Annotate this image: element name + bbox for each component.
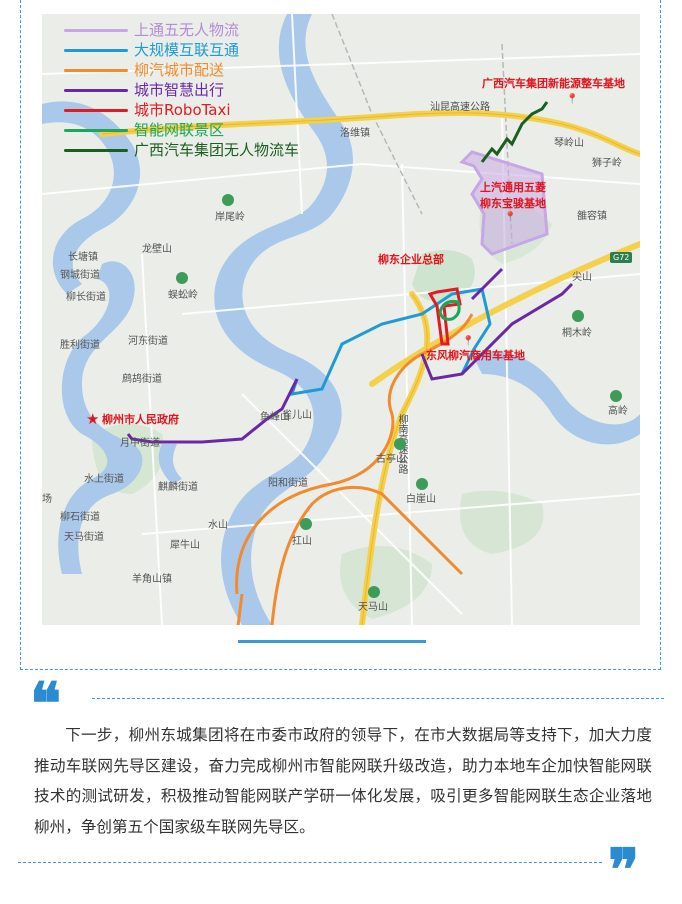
legend-label: 城市智慧出行 bbox=[134, 81, 225, 99]
place-label: 雀儿山 bbox=[282, 410, 312, 421]
place-label: 麒麟街道 bbox=[158, 482, 198, 493]
place-label: 胜利街道 bbox=[60, 340, 100, 351]
legend-item: 城市智慧出行 bbox=[64, 80, 299, 100]
legend-swatch bbox=[64, 108, 128, 112]
open-quote-icon: ❝ bbox=[30, 670, 62, 738]
place-label: 蜈蚣岭 bbox=[168, 290, 198, 301]
legend-item: 广西汽车集团无人物流车 bbox=[64, 140, 299, 160]
divider-top bbox=[92, 698, 664, 699]
place-label: 狮子岭 bbox=[592, 158, 622, 169]
highway-label: 汕昆高速公路 bbox=[430, 102, 490, 113]
map-legend: 上通五无人物流 大规模互联互通 柳汽城市配送 城市智慧出行 城市RoboTaxi… bbox=[64, 20, 299, 160]
location-pin-icon: 📍 bbox=[504, 212, 517, 223]
place-label: 雒容镇 bbox=[577, 211, 607, 222]
content-frame bbox=[20, 0, 661, 670]
place-label: 龙壁山 bbox=[142, 244, 172, 255]
place-label: 长塘镇 bbox=[68, 252, 98, 263]
location-pin-icon: 📍 bbox=[462, 336, 475, 347]
place-label: 鱼峰山 bbox=[260, 412, 290, 423]
place-label: 柳石街道 bbox=[60, 512, 100, 523]
location-pin-icon: 📍 bbox=[566, 94, 579, 105]
mountain-icon bbox=[610, 390, 622, 402]
legend-swatch bbox=[64, 88, 128, 92]
close-quote-icon: ❞ bbox=[608, 836, 640, 904]
legend-swatch bbox=[64, 28, 128, 32]
mountain-icon bbox=[416, 478, 428, 490]
place-label: 天马山 bbox=[358, 602, 388, 613]
mountain-icon bbox=[572, 310, 584, 322]
place-label: 扛山 bbox=[292, 536, 312, 547]
poi-liudong-hq: 柳东企业总部 bbox=[378, 253, 444, 266]
place-label: 水上街道 bbox=[84, 474, 124, 485]
legend-label: 智能网联景区 bbox=[134, 121, 225, 139]
place-label: 柳长街道 bbox=[66, 292, 106, 303]
place-label: 尖山 bbox=[572, 272, 592, 283]
poi-sgmw-line1: 上汽通用五菱 bbox=[480, 181, 546, 194]
place-label: 河东街道 bbox=[128, 336, 168, 347]
place-label: 犀牛山 bbox=[170, 540, 200, 551]
legend-swatch bbox=[64, 48, 128, 52]
legend-swatch bbox=[64, 148, 128, 152]
legend-label: 柳汽城市配送 bbox=[134, 61, 225, 79]
legend-label: 城市RoboTaxi bbox=[134, 101, 231, 119]
place-label: 古亭山 bbox=[376, 454, 406, 465]
mountain-icon bbox=[176, 272, 188, 284]
place-label: 天马街道 bbox=[64, 532, 104, 543]
legend-item: 上通五无人物流 bbox=[64, 20, 299, 40]
place-label: 场 bbox=[42, 494, 52, 505]
place-label: 水山 bbox=[208, 520, 228, 531]
route-map: 上通五无人物流 大规模互联互通 柳汽城市配送 城市智慧出行 城市RoboTaxi… bbox=[42, 14, 640, 625]
place-label: 桐木岭 bbox=[562, 328, 592, 339]
mountain-icon bbox=[394, 438, 406, 450]
mountain-icon bbox=[300, 518, 312, 530]
mountain-icon bbox=[222, 194, 234, 206]
place-label: 阳和街道 bbox=[268, 478, 308, 489]
highway-shield-g72: G72 bbox=[610, 252, 633, 263]
place-label: 钢城街道 bbox=[60, 270, 100, 281]
legend-swatch bbox=[64, 68, 128, 72]
poi-sgmw-line2: 柳东宝骏基地 bbox=[480, 197, 546, 210]
legend-label: 大规模互联互通 bbox=[134, 41, 240, 59]
legend-item: 城市RoboTaxi bbox=[64, 100, 299, 120]
place-label: 高岭 bbox=[608, 406, 628, 417]
legend-item: 智能网联景区 bbox=[64, 120, 299, 140]
divider-bottom bbox=[18, 862, 602, 863]
star-icon: ★ bbox=[86, 410, 100, 428]
place-label: 白崖山 bbox=[406, 494, 436, 505]
legend-swatch bbox=[64, 128, 128, 132]
poi-new-energy-base: 广西汽车集团新能源整车基地 bbox=[482, 77, 625, 90]
mountain-icon bbox=[368, 586, 380, 598]
place-label: 月中街道 bbox=[120, 438, 160, 449]
place-label: 岸尾岭 bbox=[215, 212, 245, 223]
place-label: 洛维镇 bbox=[340, 128, 370, 139]
place-label: 羊角山镇 bbox=[132, 574, 172, 585]
place-label: 琴岭山 bbox=[554, 138, 584, 149]
legend-label: 广西汽车集团无人物流车 bbox=[134, 141, 300, 159]
legend-item: 柳汽城市配送 bbox=[64, 60, 299, 80]
poi-dongfeng-base: 东风柳汽商用车基地 bbox=[426, 349, 525, 362]
article-paragraph: 下一步，柳州东城集团将在市委市政府的领导下，在市大数据局等支持下，加大力度推动车… bbox=[34, 726, 652, 836]
legend-label: 上通五无人物流 bbox=[134, 21, 240, 39]
frame-accent-bar bbox=[238, 640, 426, 643]
legend-item: 大规模互联互通 bbox=[64, 40, 299, 60]
poi-gov: 柳州市人民政府 bbox=[102, 413, 179, 426]
place-label: 鹧鸪街道 bbox=[122, 374, 162, 385]
